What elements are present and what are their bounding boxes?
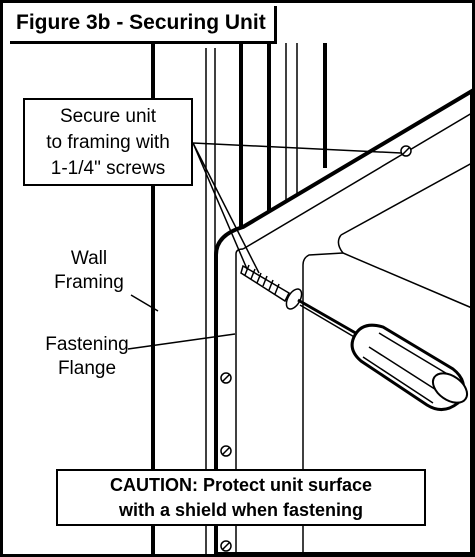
callout-line: Secure unit [59,106,157,127]
label-line: Wall [70,248,108,269]
callout-line: 1-1/4" screws [50,158,166,179]
caution-line: CAUTION: Protect unit surface [109,475,373,495]
leader-lines [127,142,402,350]
fastening-flange-label: Fastening Flange [28,333,146,381]
installation-illustration [127,43,472,554]
screw-callout: Secure unit to framing with 1-1/4" screw… [23,98,193,186]
figure-title: Figure 3b - Securing Unit [10,6,277,44]
caution-box: CAUTION: Protect unit surface with a shi… [56,469,426,526]
caution-line: with a shield when fastening [118,500,364,520]
screw-hole-icon [220,145,412,552]
screwdriver-icon [297,298,469,411]
label-line: Fastening [45,334,129,355]
callout-line: to framing with [46,132,170,153]
wall-framing-label: Wall Framing [33,247,145,295]
unit-body [214,88,472,554]
screw-icon [240,264,303,310]
label-line: Framing [54,272,124,293]
label-line: Flange [57,358,117,379]
